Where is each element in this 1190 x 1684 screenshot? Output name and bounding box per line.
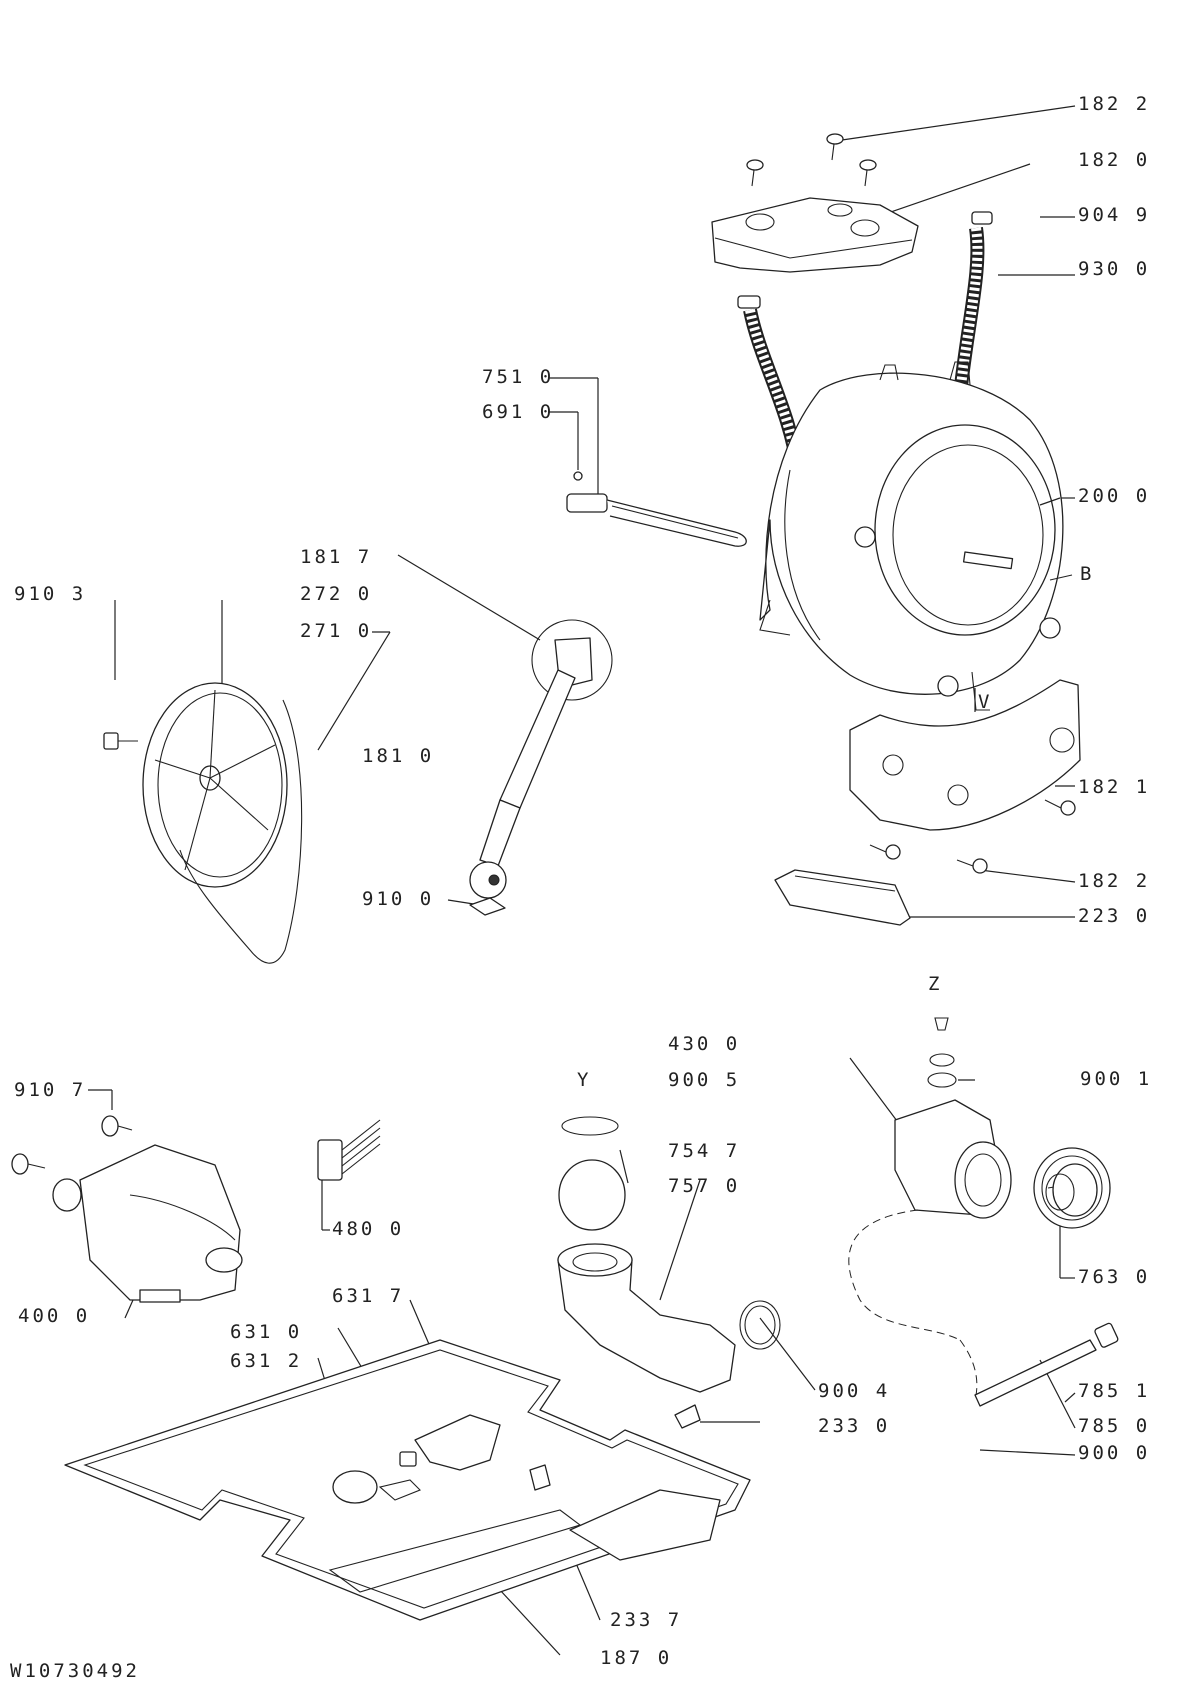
callout-labels: 182 2 182 0 904 9 930 0 751 0 691 0 200 … [10,93,1152,1682]
heating-element [566,471,747,547]
callout-785-1: 785 1 [1078,1380,1150,1402]
callout-233-0: 233 0 [818,1415,890,1437]
callout-631-2: 631 2 [230,1350,302,1372]
callout-751-0: 751 0 [482,366,554,388]
callout-200-0: 200 0 [1078,485,1150,507]
callout-182-2-top: 182 2 [1078,93,1150,115]
screw-icon [869,844,901,860]
callout-930-0: 930 0 [1078,258,1150,280]
callout-400-0: 400 0 [18,1305,90,1327]
nut-icon [573,471,583,481]
callout-631-0: 631 0 [230,1321,302,1343]
callout-904-9: 904 9 [1078,204,1150,226]
callout-900-1: 900 1 [1080,1068,1152,1090]
counterweight-screws [869,799,1076,874]
callout-187-0: 187 0 [600,1647,672,1669]
hose-clamp-ring [739,1300,781,1350]
screw-icon [1044,799,1076,816]
callout-181-7: 181 7 [300,546,372,568]
drain-pump [894,1017,1012,1219]
bolt-icon [103,732,119,750]
callout-480-0: 480 0 [332,1218,404,1240]
pump-filter [1033,1147,1111,1229]
callout-757-0: 757 0 [668,1175,740,1197]
callout-233-7: 233 7 [610,1609,682,1631]
callout-223-0: 223 0 [1078,905,1150,927]
callout-631-7: 631 7 [332,1285,404,1307]
callout-900-4: 900 4 [818,1380,890,1402]
callout-691-0: 691 0 [482,401,554,423]
bolt-icon [101,1115,133,1137]
front-counterweight [849,679,1081,831]
callout-910-0: 910 0 [362,888,434,910]
callout-430-0: 430 0 [668,1033,740,1055]
motor-connector [317,1119,381,1181]
callout-910-7: 910 7 [14,1079,86,1101]
outer-tub [759,361,1073,711]
callout-900-0: 900 0 [1078,1442,1150,1464]
callout-182-1: 182 1 [1078,776,1150,798]
sump-hose [557,1116,736,1393]
callout-271-0: 271 0 [300,620,372,642]
pulley-bolt [103,732,138,750]
drum-pulley [142,682,303,964]
top-screws [746,133,877,187]
callout-910-3: 910 3 [14,583,86,605]
callout-z: Z [928,973,942,995]
bolt-icon [11,1153,46,1175]
callout-785-0: 785 0 [1078,1415,1150,1437]
screw-icon [746,159,764,187]
callout-754-7: 754 7 [668,1140,740,1162]
top-counterweight [711,197,919,273]
callout-182-0: 182 0 [1078,149,1150,171]
callout-900-5: 900 5 [668,1069,740,1091]
screw-icon [956,858,988,874]
callout-182-2-bottom: 182 2 [1078,870,1150,892]
callout-y: Y [577,1069,591,1091]
clip-icon [529,1464,551,1491]
clip-icon [469,897,506,916]
callout-b: B [1080,563,1094,585]
callout-763-0: 763 0 [1078,1266,1150,1288]
callout-v: V [978,691,992,713]
callout-272-0: 272 0 [300,583,372,605]
motor-bolts [11,1115,133,1175]
callout-181-0: 181 0 [362,745,434,767]
wiring [848,1209,1119,1407]
screw-icon [859,159,877,187]
base-frame [64,1339,751,1621]
drive-motor [52,1144,243,1303]
shock-absorber [469,619,613,916]
drawing-code: W10730492 [10,1660,140,1682]
trim-strip [774,869,911,926]
clip-icon [674,1404,701,1429]
screw-icon [826,133,844,161]
